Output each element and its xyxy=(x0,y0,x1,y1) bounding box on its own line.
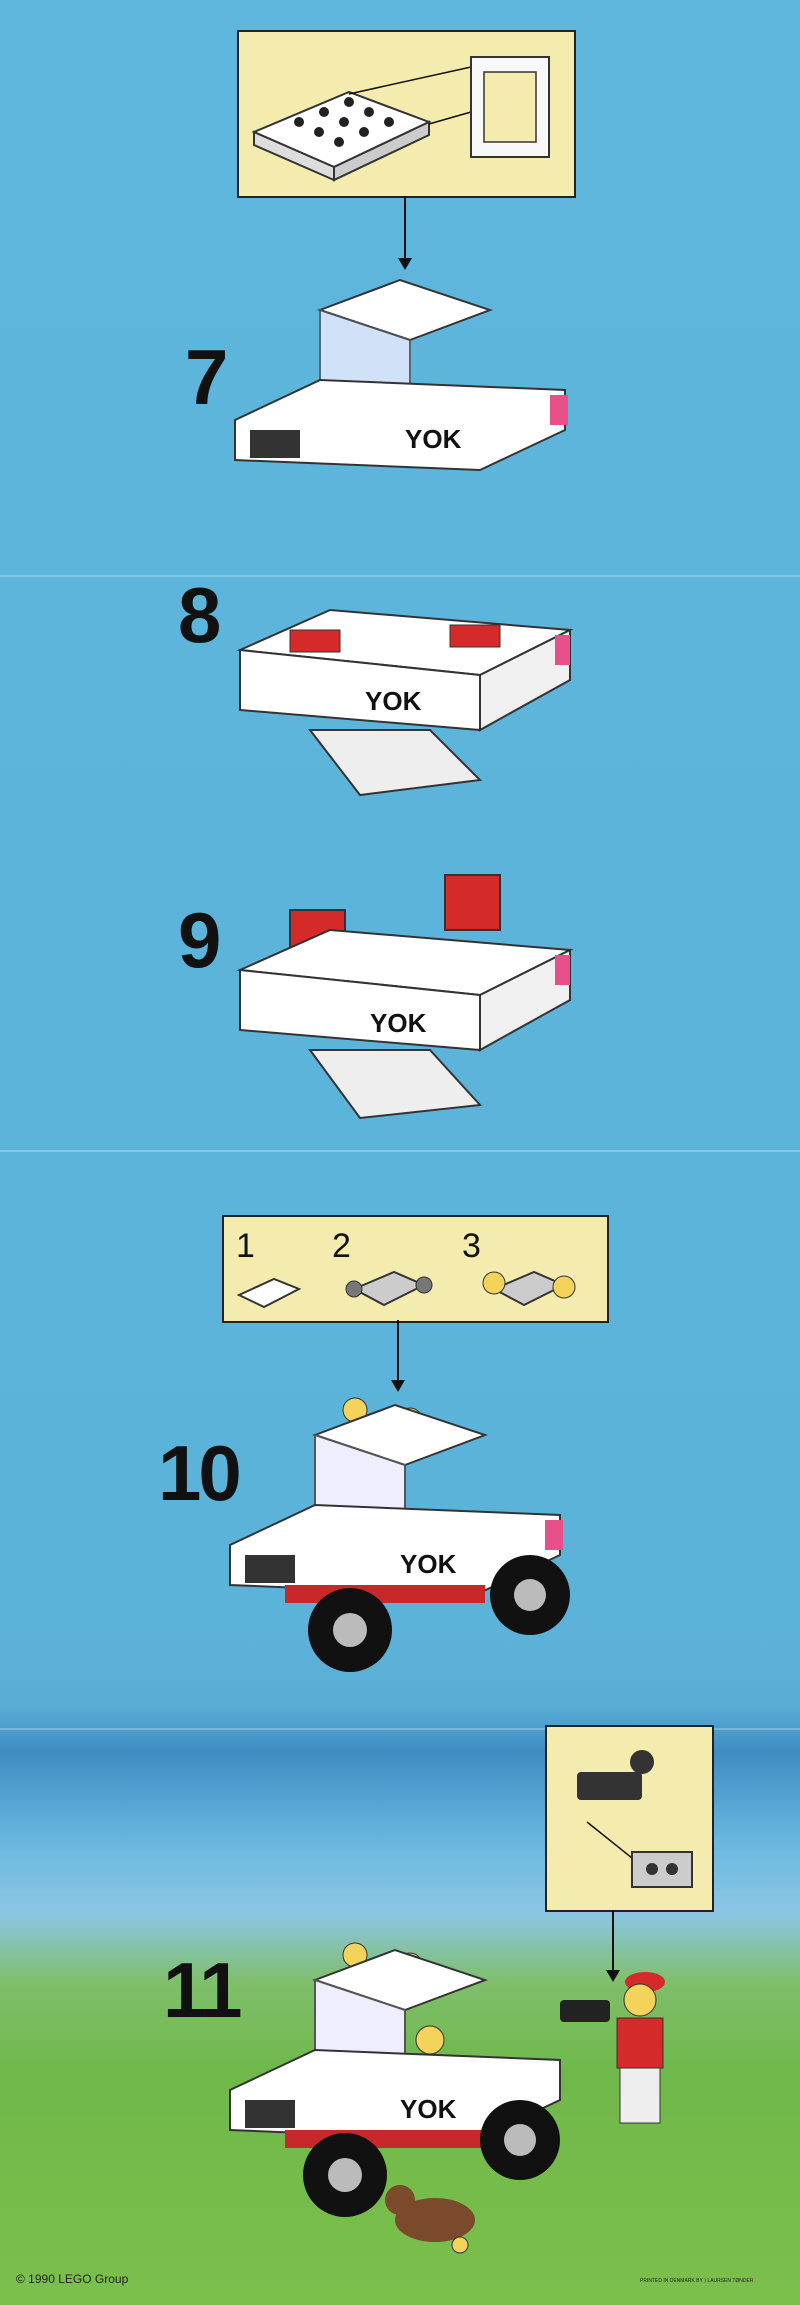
step-number: 7 xyxy=(185,333,228,421)
placement-arrow xyxy=(606,1910,620,1982)
fold-line xyxy=(0,575,800,577)
printer-credit: PRINTED IN DENMARK BY ⟩ LAURSEN TØNDER xyxy=(640,2278,754,2284)
step-number: 9 xyxy=(178,896,221,984)
model-step-10: YOK xyxy=(229,1397,570,1672)
yok-decal: YOK xyxy=(370,1008,427,1038)
model-step-7: YOK xyxy=(234,278,568,472)
step-number: 10 xyxy=(158,1429,242,1517)
part-index-3: 3 xyxy=(462,1227,481,1265)
copyright: © 1990 LEGO Group xyxy=(16,2272,129,2286)
model-step-9: YOK xyxy=(236,874,574,1120)
part-index-1: 1 xyxy=(236,1227,255,1265)
parts-illustration xyxy=(236,1270,576,1309)
parts-illustration xyxy=(251,56,550,182)
parts-callout-step-7 xyxy=(237,30,576,198)
fold-line xyxy=(0,1728,800,1730)
placement-arrow xyxy=(398,196,412,270)
parts-callout-step-11 xyxy=(545,1725,714,1912)
yok-decal: YOK xyxy=(405,424,462,454)
parts-callout-step-10: 1 2 3 xyxy=(222,1215,609,1323)
yok-decal: YOK xyxy=(400,2094,457,2124)
fold-line xyxy=(0,1150,800,1152)
yok-decal: YOK xyxy=(365,686,422,716)
parts-illustration xyxy=(577,1750,693,1888)
placement-arrow xyxy=(391,1320,405,1392)
yok-decal: YOK xyxy=(400,1549,457,1579)
model-step-8: YOK xyxy=(236,608,574,797)
model-step-11: YOK xyxy=(229,1942,665,2254)
monkey xyxy=(385,2185,475,2254)
step-number: 11 xyxy=(163,1946,242,2034)
part-index-2: 2 xyxy=(332,1227,351,1265)
minifigure xyxy=(560,1972,665,2124)
step-number: 8 xyxy=(178,571,221,659)
